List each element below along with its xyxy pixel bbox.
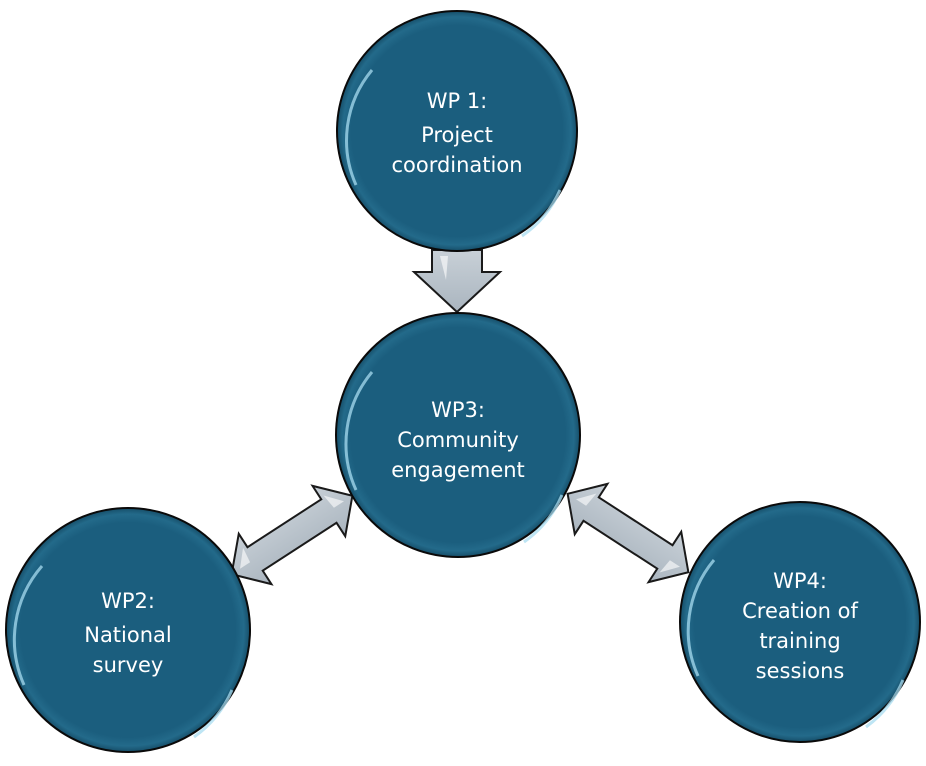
arrow-wp2-wp3 — [230, 484, 354, 586]
node-wp1 — [336, 10, 578, 252]
node-wp4 — [679, 501, 921, 743]
node-wp2 — [5, 507, 251, 753]
node-wp3 — [335, 312, 581, 558]
arrow-wp3-wp4 — [566, 482, 690, 584]
arrow-wp1-to-wp3 — [411, 249, 503, 314]
